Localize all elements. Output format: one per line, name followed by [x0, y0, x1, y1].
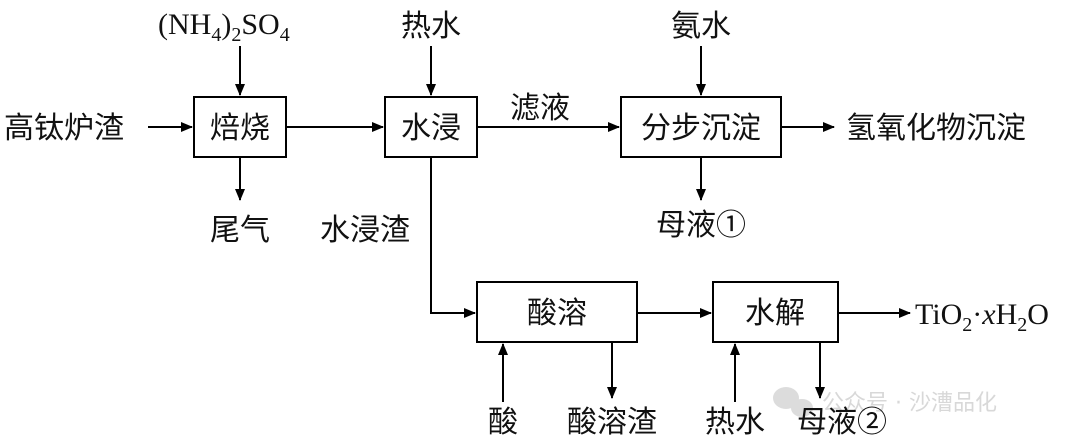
watermark-text: 公众号 · 沙漕品化	[822, 391, 997, 416]
acid-dissolve-label: 酸溶	[527, 296, 587, 331]
hot-water-bottom-label: 热水	[705, 405, 765, 440]
product-label: TiO2·xH2O	[915, 298, 1049, 336]
water-leach-label: 水浸	[401, 111, 461, 146]
watermark: 公众号 · 沙漕品化	[773, 387, 997, 417]
stepwise-precipitation-label: 分步沉淀	[641, 111, 761, 146]
ammonium-sulfate-label: (NH4)2SO4	[158, 8, 290, 46]
hydrolysis-label: 水解	[745, 296, 805, 331]
ammonia-water-label: 氨水	[671, 9, 731, 44]
acid-residue-label: 酸溶渣	[567, 405, 657, 440]
hydrolysis-box	[712, 281, 839, 343]
mother-liquor-2-label: 母液②	[797, 405, 887, 440]
tail-gas-label: 尾气	[210, 213, 270, 248]
arrow-residue-to-acid-dissolve	[430, 157, 476, 318]
wechat-icon	[773, 387, 813, 417]
mother-liquor-1-label: 母液①	[656, 208, 746, 243]
hot-water-top-label: 热水	[401, 9, 461, 44]
water-leach-residue-label: 水浸渣	[320, 213, 410, 248]
acid-label: 酸	[488, 405, 518, 440]
feed-label: 高钛炉渣	[4, 111, 124, 146]
filtrate-label: 滤液	[510, 91, 570, 126]
stepwise-precipitation-box	[620, 96, 782, 158]
water-leach-box	[384, 96, 478, 158]
roast-label: 焙烧	[210, 111, 270, 146]
hydroxide-precipitate-label: 氢氧化物沉淀	[846, 111, 1026, 146]
